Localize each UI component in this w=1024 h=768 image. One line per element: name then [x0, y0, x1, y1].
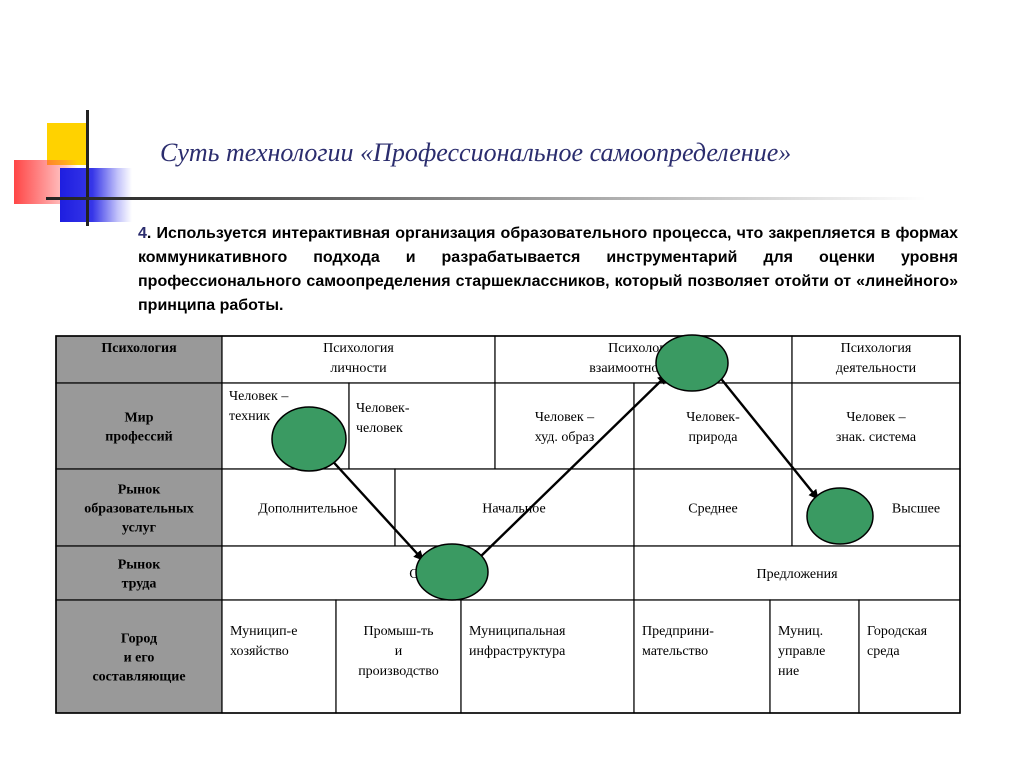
row-5-header-cell — [55, 599, 223, 714]
row-1-cell-3 — [791, 335, 961, 384]
row-3-header-text-line-1: Рынок — [118, 483, 162, 498]
row-3-cell-3 — [633, 468, 793, 547]
row-5-cell-2 — [335, 599, 462, 714]
row-5-cell-1-text-line-1: Муницип-е — [230, 624, 297, 639]
path-arrow-3 — [717, 374, 819, 500]
table-grid — [55, 335, 961, 714]
row-5-cell-2-text-line-3: производство — [358, 664, 439, 679]
row-1-cell-3-text-line-2: деятельности — [836, 361, 917, 376]
row-2-cell-3-text-line-2: худ. образ — [535, 430, 595, 445]
row-2-header-text-line-2: профессий — [105, 430, 172, 445]
row-5-cell-3-text-line-1: Муниципальная — [469, 624, 566, 639]
row-4-header-cell — [55, 545, 223, 601]
row-5-cell-5 — [769, 599, 860, 714]
paragraph-line-2: закрепляется в формах коммуникативного п… — [138, 225, 959, 266]
row-2-cell-5 — [791, 382, 961, 470]
row-5-cell-2-text-line-1: Промыш-ть — [363, 624, 433, 639]
row-5-cell-6 — [858, 599, 961, 714]
row-2-cell-4 — [633, 382, 793, 470]
decor-blue-square — [60, 168, 132, 222]
row-5-header-text-line-1: Город — [121, 632, 157, 647]
row-1-cell-1-text-line-1: Психология — [323, 341, 394, 356]
row-2-cell-2-text-line-2: человек — [356, 421, 403, 436]
path-marker-3 — [655, 334, 729, 392]
paragraph-number: 4 — [138, 225, 147, 242]
path-marker-1 — [271, 406, 347, 472]
row-5-cell-6-text-line-1: Городская — [867, 624, 928, 639]
row-4-cell-2-text-line-1: Предложения — [756, 567, 838, 582]
path-marker-2 — [415, 543, 489, 601]
row-1-cell-3-text-line-1: Психология — [841, 341, 912, 356]
row-2-cell-2-text-line-1: Человек- — [356, 401, 410, 416]
row-3-header-text-line-3: услуг — [122, 521, 156, 536]
row-5-cell-3-text-line-2: инфраструктура — [469, 644, 566, 659]
row-3-cell-1-text-line-1: Дополнительное — [258, 502, 357, 517]
paragraph-line-4: старшеклассников, который позволяет отой… — [138, 273, 958, 314]
row-5-header-text-line-3: составляющие — [92, 670, 185, 685]
decor-horizontal-line — [46, 197, 926, 200]
row-5-cell-5-text-line-1: Муниц. — [778, 624, 823, 639]
row-1-header-text-line-1: Психология — [101, 341, 177, 356]
row-5-header-text-line-2: и его — [124, 651, 155, 666]
row-3-cell-2 — [394, 468, 635, 547]
row-2-cell-2 — [348, 382, 496, 470]
row-5-cell-5-text-line-3: ние — [778, 664, 799, 679]
row-2-header-text-line-1: Мир — [124, 411, 153, 426]
row-2-header-cell — [55, 382, 223, 470]
row-5-cell-4-text-line-1: Предприни- — [642, 624, 714, 639]
row-4-header-text-line-2: труда — [122, 577, 157, 592]
table-outer-border — [55, 335, 961, 714]
row-3-cell-3-text-line-1: Среднее — [688, 502, 737, 517]
row-5-cell-6-text-line-2: среда — [867, 644, 900, 659]
path-overlay — [271, 334, 874, 601]
row-4-header-text-line-1: Рынок — [118, 558, 162, 573]
row-2-cell-5-text-line-2: знак. система — [836, 430, 917, 445]
row-2-cell-3 — [494, 382, 635, 470]
slide-title: Суть технологии «Профессиональное самооп… — [160, 138, 792, 167]
row-1-cell-1-text-line-2: личности — [330, 361, 387, 376]
row-1-cell-1 — [221, 335, 496, 384]
path-arrow-2 — [478, 374, 668, 559]
path-marker-4 — [806, 487, 874, 545]
paragraph-line-1: . Используется интерактивная организация… — [146, 225, 764, 242]
paragraph-line-3: инструментарий для оценки уровня професс… — [138, 249, 959, 290]
row-5-cell-4-text-line-2: мательство — [642, 644, 708, 659]
row-5-cell-1 — [221, 599, 337, 714]
decor-vertical-line — [86, 110, 89, 226]
row-3-cell-1 — [221, 468, 396, 547]
row-3-header-text-line-2: образовательных — [84, 502, 194, 517]
row-2-cell-5-text-line-1: Человек – — [846, 410, 906, 425]
row-2-cell-3-text-line-1: Человек – — [535, 410, 595, 425]
row-5-cell-2-text-line-2: и — [395, 644, 403, 659]
row-2-cell-1-text-line-2: техник — [229, 409, 270, 424]
row-5-cell-5-text-line-2: управле — [778, 644, 825, 659]
row-2-cell-1-text-line-1: Человек – — [229, 389, 289, 404]
body-paragraph: 4. Используется интерактивная организаци… — [138, 222, 958, 318]
row-5-cell-1-text-line-2: хозяйство — [230, 644, 289, 659]
row-2-cell-4-text-line-2: природа — [689, 430, 739, 445]
row-3-header-cell — [55, 468, 223, 547]
row-2-cell-4-text-line-1: Человек- — [686, 410, 740, 425]
row-3-cell-2-text-line-1: Начальное — [482, 502, 545, 517]
row-1-cell-2 — [494, 335, 793, 384]
row-4-cell-2 — [633, 545, 961, 601]
row-3-cell-4-text-line-1: Высшее — [892, 502, 940, 517]
decor-yellow-square — [47, 123, 87, 165]
